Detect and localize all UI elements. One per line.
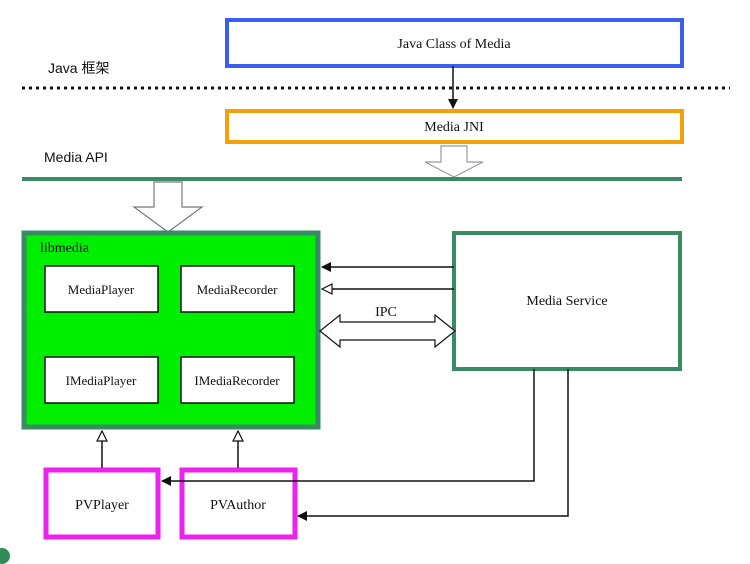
media-player-label: MediaPlayer [68,282,135,297]
api-to-libmedia-block-arrow [132,181,204,233]
imedia-recorder-label: IMediaRecorder [194,373,280,388]
media-player-box [44,265,159,313]
media-jni-label: Media JNI [424,120,484,135]
java-framework-label: Java 框架 [48,60,109,76]
pv-author-label: PVAuthor [210,498,266,513]
media-recorder-box [180,265,295,313]
imedia-recorder-box [180,356,295,404]
service-to-pvplayer-arrow [161,369,535,486]
service-to-pvauthor-arrow [297,369,569,521]
libmedia-label: libmedia [40,241,90,256]
java-class-box [225,18,684,68]
jni-to-api-block-arrow [424,145,484,178]
ipc-double-arrow [319,313,456,349]
media-service-box [452,231,682,371]
java-class-label: Java Class of Media [397,37,511,52]
pv-player-label: PVPlayer [75,498,129,513]
ipc-label: IPC [375,305,397,320]
imedia-player-label: IMediaPlayer [66,373,137,388]
pv-player-box [43,467,161,540]
corner-decoration [0,548,10,564]
media-recorder-label: MediaRecorder [197,282,279,297]
imedia-player-box [44,356,159,404]
media-service-label: Media Service [526,294,607,309]
media-jni-box [225,109,684,144]
media-api-label: Media API [44,149,108,165]
